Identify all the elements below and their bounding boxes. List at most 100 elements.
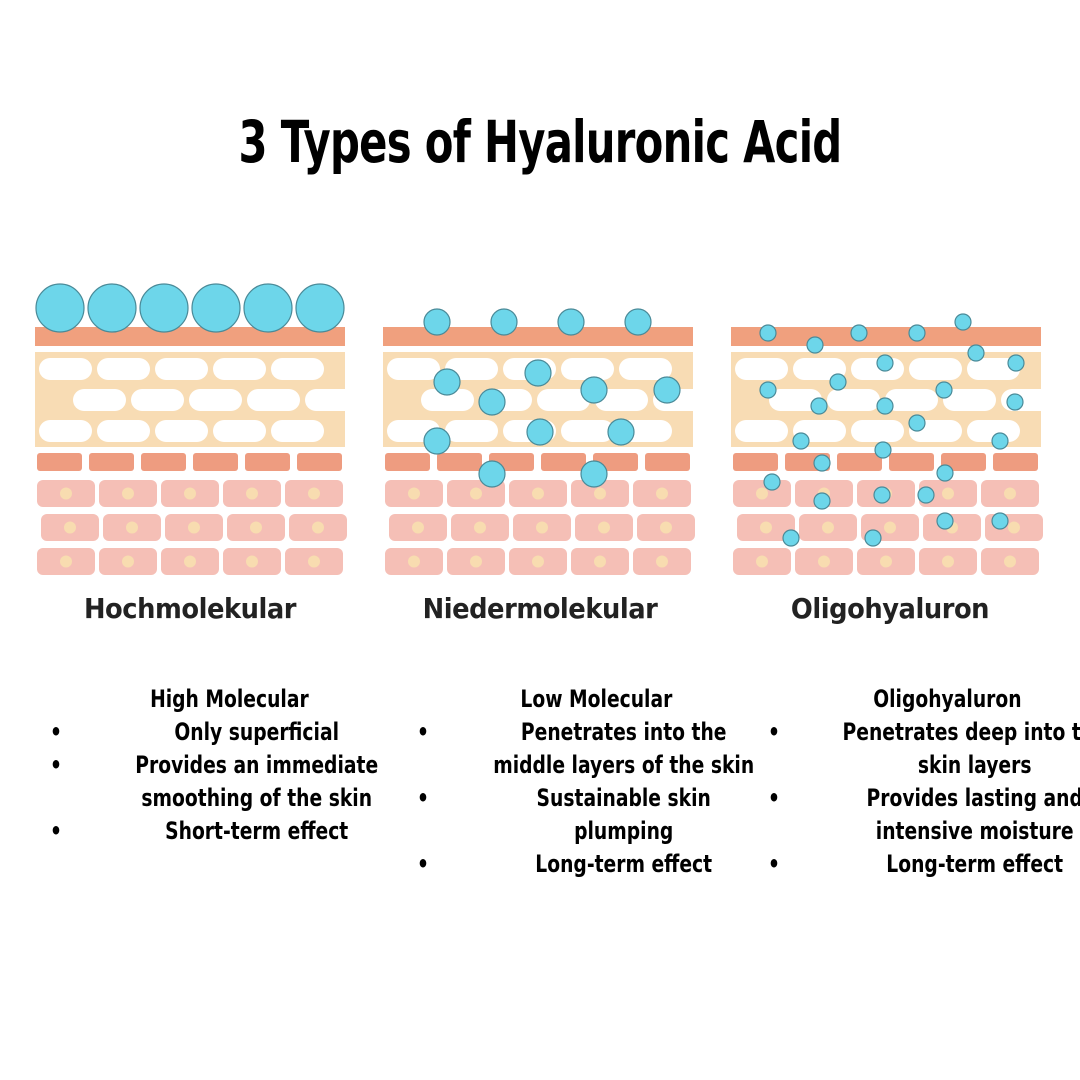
- cell-nucleus: [880, 555, 892, 568]
- hyaluronic-molecule: [624, 308, 652, 336]
- cell-nucleus: [532, 555, 544, 568]
- bullet-icon: •: [417, 850, 429, 878]
- cell-nucleus: [308, 487, 320, 500]
- hyaluronic-molecule: [433, 368, 461, 396]
- hyaluronic-molecule: [423, 308, 451, 336]
- cell-nucleus: [532, 487, 544, 500]
- hyaluronic-molecule: [526, 418, 554, 446]
- cell-nucleus: [756, 555, 768, 568]
- cell-nucleus: [1004, 555, 1016, 568]
- hyaluronic-molecule: [829, 373, 847, 391]
- hyaluronic-molecule: [864, 529, 882, 547]
- cell-nucleus: [312, 521, 324, 534]
- skin-cell: [851, 420, 904, 442]
- skin-cell: [247, 389, 300, 411]
- skin-panel-high-molecular: [35, 283, 358, 575]
- hyaluronic-molecule: [191, 283, 241, 333]
- cell-nucleus: [818, 555, 830, 568]
- stratum-corneum-layer: [731, 327, 1041, 346]
- skin-cell: [155, 358, 208, 380]
- hyaluronic-molecule: [524, 359, 552, 387]
- hyaluronic-molecule: [991, 512, 1009, 530]
- cell-nucleus: [474, 521, 486, 534]
- hyaluronic-molecule: [295, 283, 345, 333]
- skin-cell: [541, 453, 586, 471]
- cell-nucleus: [470, 487, 482, 500]
- skin-cell: [793, 358, 846, 380]
- hyaluronic-molecule: [35, 283, 85, 333]
- skin-cell: [885, 389, 938, 411]
- skin-cell: [561, 358, 614, 380]
- hyaluronic-molecule: [813, 454, 831, 472]
- skin-cell: [271, 420, 324, 442]
- skin-cell: [909, 358, 962, 380]
- cell-nucleus: [756, 487, 768, 500]
- hyaluronic-molecule: [954, 313, 972, 331]
- hyaluronic-molecule: [759, 324, 777, 342]
- hyaluronic-molecule: [763, 473, 781, 491]
- cell-nucleus: [470, 555, 482, 568]
- hyaluronic-molecule: [967, 344, 985, 362]
- bullet-icon: •: [50, 718, 62, 746]
- hyaluronic-molecule: [653, 376, 681, 404]
- column-low-molecular: Low Molecular •Penetrates into the middl…: [417, 683, 777, 881]
- cell-nucleus: [60, 487, 72, 500]
- cell-nucleus: [188, 521, 200, 534]
- cell-nucleus: [412, 521, 424, 534]
- bullet-list: •Only superficial •Provides an immediate…: [50, 716, 409, 848]
- cell-nucleus: [122, 487, 134, 500]
- skin-cell: [889, 453, 934, 471]
- bullet-icon: •: [417, 784, 429, 812]
- hyaluronic-molecule: [813, 492, 831, 510]
- hyaluronic-molecule: [874, 441, 892, 459]
- hyaluronic-molecule: [1006, 393, 1024, 411]
- cell-nucleus: [184, 487, 196, 500]
- hyaluronic-molecule: [991, 432, 1009, 450]
- cell-nucleus: [64, 521, 76, 534]
- skin-panel-low-molecular: [383, 308, 706, 575]
- skin-cell: [967, 358, 1020, 380]
- cell-nucleus: [122, 555, 134, 568]
- hyaluronic-molecule: [423, 427, 451, 455]
- skin-cell: [141, 453, 186, 471]
- panel-label-niedermolekular: Niedermolekular: [422, 592, 658, 625]
- skin-cell: [213, 358, 266, 380]
- skin-cell: [131, 389, 184, 411]
- hyaluronic-molecule: [850, 324, 868, 342]
- hyaluronic-molecule: [876, 397, 894, 415]
- hyaluronic-molecule: [810, 397, 828, 415]
- skin-cell: [271, 358, 324, 380]
- panel-label-hochmolekular: Hochmolekular: [83, 592, 297, 625]
- hyaluronic-molecule: [792, 432, 810, 450]
- cell-nucleus: [656, 555, 668, 568]
- bullet-icon: •: [417, 718, 429, 746]
- skin-cell: [437, 453, 482, 471]
- skin-cell: [595, 389, 648, 411]
- hyaluronic-molecule: [873, 486, 891, 504]
- skin-cell: [827, 389, 880, 411]
- cell-nucleus: [942, 555, 954, 568]
- cell-nucleus: [660, 521, 672, 534]
- column-oligohyaluron: Oligohyaluron •Penetrates deep into the …: [768, 683, 1080, 881]
- cell-nucleus: [408, 487, 420, 500]
- cell-nucleus: [1004, 487, 1016, 500]
- cell-nucleus: [594, 555, 606, 568]
- skin-cell: [155, 420, 208, 442]
- skin-cell: [97, 358, 150, 380]
- cell-nucleus: [942, 487, 954, 500]
- hyaluronic-molecule: [759, 381, 777, 399]
- hyaluronic-molecule: [87, 283, 137, 333]
- hyaluronic-molecule: [936, 464, 954, 482]
- skin-cell: [89, 453, 134, 471]
- hyaluronic-molecule: [782, 529, 800, 547]
- hyaluronic-molecule: [478, 388, 506, 416]
- cell-nucleus: [184, 555, 196, 568]
- cell-nucleus: [760, 521, 772, 534]
- skin-cell: [297, 453, 342, 471]
- hyaluronic-molecule: [478, 460, 506, 488]
- cell-nucleus: [126, 521, 138, 534]
- skin-cell: [837, 453, 882, 471]
- bullet-icon: •: [768, 850, 780, 878]
- cell-nucleus: [246, 487, 258, 500]
- skin-cell: [305, 389, 358, 411]
